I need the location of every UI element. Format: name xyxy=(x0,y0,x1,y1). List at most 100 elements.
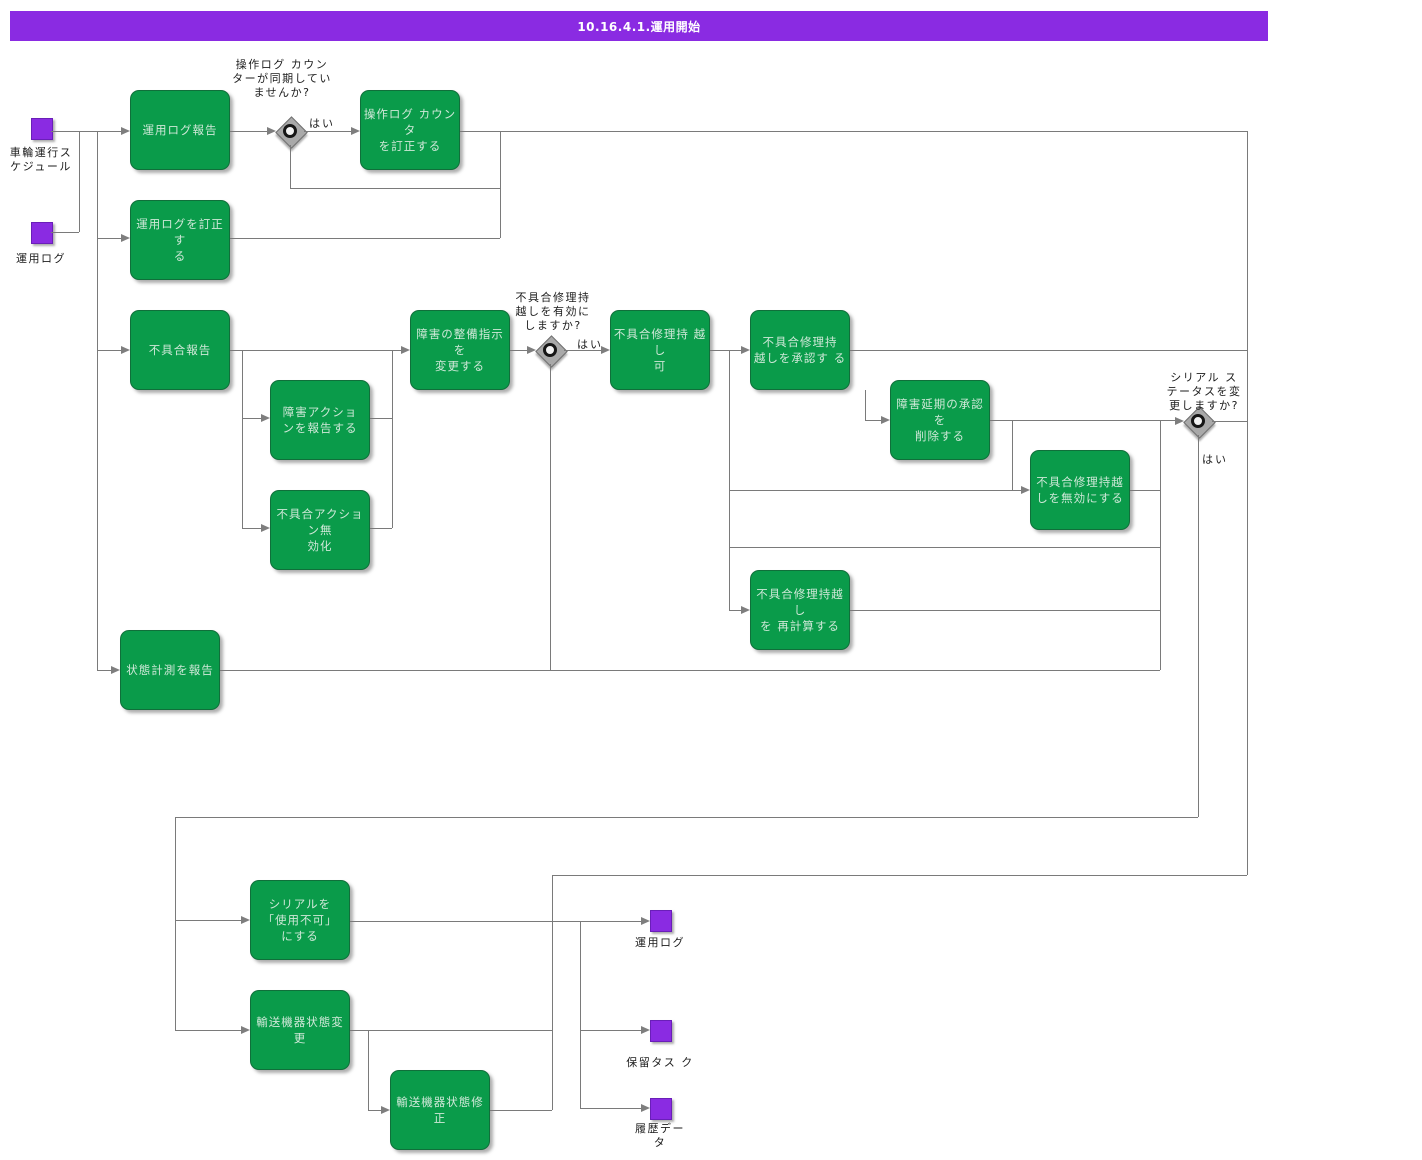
flow-line xyxy=(552,875,553,1110)
data-object-label: 運用ログ xyxy=(635,936,685,949)
flow-line xyxy=(370,418,392,419)
arrow-icon xyxy=(241,1025,250,1034)
flow-line xyxy=(97,131,98,670)
flow-line xyxy=(175,920,241,921)
arrow-icon xyxy=(1175,416,1184,425)
flow-line xyxy=(368,1030,369,1110)
task-set-serial-unusable: シリアルを 「使用不可」 にする xyxy=(250,880,350,960)
data-object-label: 履歴デー タ xyxy=(635,1122,685,1149)
flow-line xyxy=(368,1110,381,1111)
arrow-icon xyxy=(881,415,890,424)
flow-line xyxy=(242,418,261,419)
arrow-icon xyxy=(641,1103,650,1112)
flow-line xyxy=(350,921,641,922)
task-correct-operation-log: 運用ログを訂正す る xyxy=(130,200,230,280)
flow-line xyxy=(729,547,1160,548)
arrow-icon xyxy=(121,233,130,242)
diagram-title-bar: 10.16.4.1.運用開始 xyxy=(10,11,1268,41)
flow-line xyxy=(865,390,866,420)
arrow-icon xyxy=(641,1025,650,1034)
flow-line xyxy=(230,238,500,239)
task-defect-carryover-allowed: 不具合修理持 越し 可 xyxy=(610,310,710,390)
decision-enable-defect-carryover xyxy=(534,334,568,368)
flow-line xyxy=(97,238,121,239)
task-defect-report: 不具合報告 xyxy=(130,310,230,390)
task-fix-operation-log-counter: 操作ログ カウンタ を訂正する xyxy=(360,90,460,170)
data-object-operation-log-out xyxy=(650,910,672,932)
flow-line xyxy=(550,364,551,670)
decision-circle-icon xyxy=(283,124,297,138)
decision-change-serial-status xyxy=(1182,405,1216,439)
decision-log-counter-sync xyxy=(274,115,308,149)
flow-line xyxy=(552,875,1247,876)
yes-label: はい xyxy=(577,338,603,351)
flow-line xyxy=(564,350,601,351)
yes-label: はい xyxy=(1202,453,1228,466)
flow-line xyxy=(242,528,261,529)
task-report-fault-action: 障害アクショ ンを報告する xyxy=(270,380,370,460)
flow-line xyxy=(1160,421,1161,670)
arrow-icon xyxy=(261,523,270,532)
flow-line xyxy=(500,131,501,238)
flow-line xyxy=(370,528,392,529)
decision-question: 不具合修理持 越しを有効に しますか? xyxy=(515,291,591,332)
flow-line xyxy=(220,670,1160,671)
arrow-icon xyxy=(241,915,250,924)
flow-line xyxy=(850,350,1247,351)
task-delete-fault-postpone-approval: 障害延期の承認を 削除する xyxy=(890,380,990,460)
arrow-icon xyxy=(351,126,360,135)
flow-line xyxy=(580,1030,641,1031)
data-object-history-data xyxy=(650,1098,672,1120)
yes-label: はい xyxy=(309,117,335,130)
flow-line xyxy=(242,350,243,528)
flow-line xyxy=(290,145,291,188)
flow-line xyxy=(729,610,741,611)
flow-line xyxy=(580,1108,641,1109)
flow-line xyxy=(1012,420,1013,490)
arrow-icon xyxy=(741,605,750,614)
decision-circle-icon xyxy=(543,343,557,357)
arrow-icon xyxy=(401,345,410,354)
flow-line xyxy=(490,1110,552,1111)
task-transport-equipment-state-change: 輸送機器状態変 更 xyxy=(250,990,350,1070)
arrow-icon xyxy=(527,345,536,354)
data-object-label: 運用ログ xyxy=(16,252,66,265)
flow-line xyxy=(230,131,267,132)
task-operation-log-report: 運用ログ報告 xyxy=(130,90,230,170)
flow-line xyxy=(460,131,1247,132)
flow-line xyxy=(175,817,176,1030)
data-object-operation-log-in xyxy=(31,222,53,244)
flow-line xyxy=(990,420,1175,421)
flow-line xyxy=(865,420,881,421)
flow-line xyxy=(1247,131,1248,875)
flow-line xyxy=(97,670,111,671)
arrow-icon xyxy=(741,345,750,354)
flow-line xyxy=(97,350,121,351)
flow-line xyxy=(304,131,351,132)
arrow-icon xyxy=(1021,485,1030,494)
arrow-icon xyxy=(121,126,130,135)
task-approve-defect-carryover: 不具合修理持 越しを承認す る xyxy=(750,310,850,390)
arrow-icon xyxy=(267,126,276,135)
task-recalculate-defect-carryover: 不具合修理持越し を 再計算する xyxy=(750,570,850,650)
flow-line xyxy=(175,1030,241,1031)
arrow-icon xyxy=(261,413,270,422)
data-object-pending-task xyxy=(650,1020,672,1042)
data-object-wheel-schedule xyxy=(31,118,53,140)
flow-line xyxy=(175,817,1198,818)
arrow-icon xyxy=(111,665,120,674)
flow-line xyxy=(710,350,741,351)
flow-line xyxy=(1198,435,1199,817)
flow-line xyxy=(230,350,401,351)
task-change-maintenance-instruction: 障害の整備指示を 変更する xyxy=(410,310,510,390)
arrow-icon xyxy=(601,345,610,354)
flow-line xyxy=(510,350,527,351)
flow-line xyxy=(51,131,79,132)
flow-line xyxy=(850,610,1160,611)
data-object-label: 保留タス ク xyxy=(626,1056,694,1069)
arrow-icon xyxy=(641,916,650,925)
task-disable-defect-carryover: 不具合修理持越 しを無効にする xyxy=(1030,450,1130,530)
flow-line xyxy=(729,490,1021,491)
data-object-label: 車輪運行ス ケジュール xyxy=(9,146,73,173)
